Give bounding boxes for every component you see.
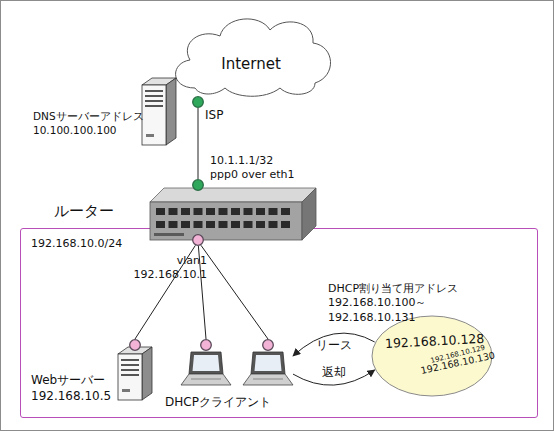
dhcp-client-graphic (263, 340, 274, 351)
ppp0-port-graphic (192, 179, 204, 191)
router-graphic (206, 221, 215, 228)
node-label: DHCP割り当て用アドレス 192.168.10.100～192.168.10.… (328, 282, 458, 325)
edge-label: リース (316, 338, 352, 354)
internet-cloud: Internet (165, 8, 337, 98)
dns-server-graphic (145, 105, 163, 107)
network-link (201, 245, 268, 339)
flow-arrow (293, 333, 375, 356)
web-server-graphic (122, 389, 130, 392)
router-graphic (256, 208, 265, 215)
dhcp-client-graphic (255, 355, 282, 371)
vlan1-port: vlan1 192.168.10.1 (192, 234, 204, 246)
router-graphic (302, 188, 316, 240)
web-server-graphic (121, 369, 139, 371)
dhcp-client-graphic (243, 339, 293, 391)
dhcp-client (243, 339, 293, 391)
dhcp-client-graphic (243, 374, 293, 385)
vlan1-port-graphic (193, 235, 204, 246)
dhcp-client-graphic (201, 340, 212, 351)
dhcp-client-graphic (253, 379, 283, 380)
router-graphic (150, 202, 302, 240)
web-server: Webサーバー 192.168.10.5 (116, 339, 154, 401)
router-graphic (219, 208, 228, 215)
isp-port-graphic (193, 97, 204, 108)
isp-port: ISP (192, 96, 204, 108)
web-server-graphic (121, 374, 139, 376)
router-graphic (194, 208, 203, 215)
router-graphic (181, 208, 190, 215)
web-server-graphic (118, 354, 142, 400)
node-label: Webサーバー 192.168.10.5 (31, 373, 111, 404)
router-graphic (244, 221, 253, 228)
edge-label: 返却 (322, 365, 346, 381)
router-graphic (181, 221, 190, 228)
dhcp-client-graphic (193, 355, 220, 371)
dhcp-client-graphic (181, 339, 231, 391)
isp-port-graphic (192, 96, 204, 108)
router-graphic (244, 208, 253, 215)
router-graphic (281, 221, 290, 228)
dns-server-graphic (146, 134, 154, 137)
router: ルーター10.1.1.1/32 ppp0 over eth1vlan1 192.… (150, 188, 316, 248)
web-server-graphic (121, 359, 139, 361)
dhcp-client-graphic (189, 352, 223, 374)
router-graphic (150, 188, 316, 202)
router-graphic (156, 221, 165, 228)
node-label: DNSサーバーアドレス 10.100.100.100 (33, 110, 144, 137)
web-server-graphic (130, 340, 141, 351)
dhcp-client-graphic (181, 374, 231, 385)
dns-server: DNSサーバーアドレス 10.100.100.100 (140, 78, 178, 146)
router-graphic (231, 221, 240, 228)
router-graphic (169, 221, 178, 228)
router-graphic (219, 221, 228, 228)
router-graphic (194, 221, 203, 228)
web-server-graphic (116, 339, 154, 351)
router-graphic (281, 208, 290, 215)
ppp0-port: 10.1.1.1/32 ppp0 over eth1 (192, 179, 204, 191)
dns-server-graphic (166, 78, 176, 145)
node-label: Internet (165, 55, 337, 75)
router-graphic (256, 221, 265, 228)
router-graphic (154, 233, 184, 236)
dhcp-client: DHCPクライアント (181, 339, 231, 391)
node-label: 10.1.1.1/32 ppp0 over eth1 (210, 154, 300, 183)
router-graphic (169, 208, 178, 215)
web-server-graphic (121, 364, 139, 366)
dns-server-graphic (140, 78, 178, 146)
node-label: ルーター (54, 202, 114, 222)
router-graphic (269, 208, 278, 215)
network-link (198, 108, 199, 179)
network-link (198, 246, 206, 339)
dns-server-graphic (142, 85, 166, 145)
vlan1-port-graphic (192, 234, 204, 246)
dhcp-client-graphic (191, 379, 221, 380)
web-server-graphic (142, 347, 152, 400)
router-graphic (156, 208, 165, 215)
router-graphic (231, 208, 240, 215)
lan-segment: 192.168.10.0/24Webサーバー 192.168.10.5DHCPク… (20, 228, 538, 418)
network-link (135, 245, 195, 339)
dhcp-client-graphic (251, 352, 285, 374)
internet-cloud-graphic (165, 8, 337, 98)
router-graphic (206, 208, 215, 215)
address-pool: DHCP割り当て用アドレス 192.168.10.100～192.168.10.… (371, 315, 493, 397)
node-label: DHCPクライアント (165, 395, 271, 411)
dns-server-graphic (145, 100, 163, 102)
node-label: ISP (205, 108, 223, 124)
dns-server-graphic (145, 90, 163, 92)
router-graphic (150, 188, 316, 248)
node-label: 192.168.10.0/24 (31, 237, 122, 251)
router-graphic (269, 221, 278, 228)
node-label: vlan1 192.168.10.1 (134, 254, 207, 283)
dns-server-graphic (145, 95, 163, 97)
ppp0-port-graphic (193, 180, 204, 191)
